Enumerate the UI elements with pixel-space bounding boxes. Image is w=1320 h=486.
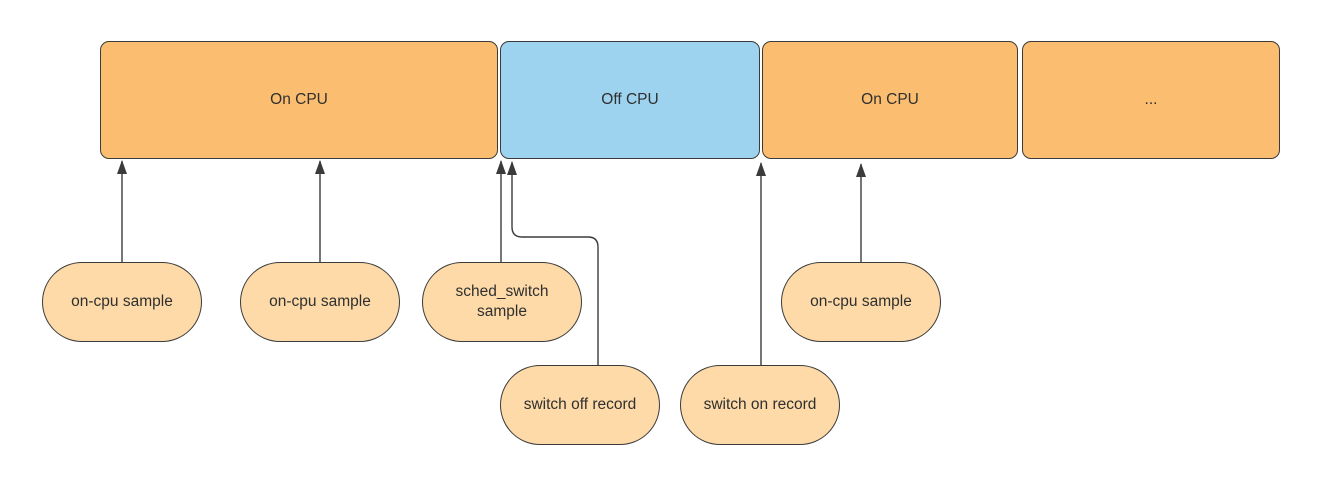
event-pill-on-cpu-sample-1: on-cpu sample	[42, 262, 202, 342]
event-pill-label: on-cpu sample	[810, 292, 912, 310]
event-pill-on-cpu-sample-2: on-cpu sample	[240, 262, 400, 342]
event-pill-switch-off-record: switch off record	[500, 365, 660, 445]
event-pill-switch-on-record: switch on record	[680, 365, 840, 445]
event-pill-label: switch on record	[703, 395, 817, 413]
timeline-bar-ellipsis: ...	[1022, 41, 1280, 159]
timeline-bar-on-cpu-2: On CPU	[762, 41, 1018, 159]
timeline-bar-on-cpu-1: On CPU	[100, 41, 498, 159]
timeline-bar-off-cpu: Off CPU	[500, 41, 760, 159]
timeline-bar-label: ...	[1144, 91, 1158, 108]
event-pill-label: on-cpu sample	[71, 292, 173, 310]
event-pill-label: switch off record	[523, 395, 637, 413]
timeline-bar-label: On CPU	[861, 91, 919, 108]
event-pill-label: on-cpu sample	[269, 292, 371, 310]
timeline-bar-label: Off CPU	[601, 91, 659, 108]
event-pill-label: sched_switch sample	[455, 282, 549, 320]
timeline-bar-label: On CPU	[270, 91, 328, 108]
event-pill-sched-switch-sample: sched_switch sample	[422, 262, 582, 342]
event-pill-on-cpu-sample-3: on-cpu sample	[781, 262, 941, 342]
